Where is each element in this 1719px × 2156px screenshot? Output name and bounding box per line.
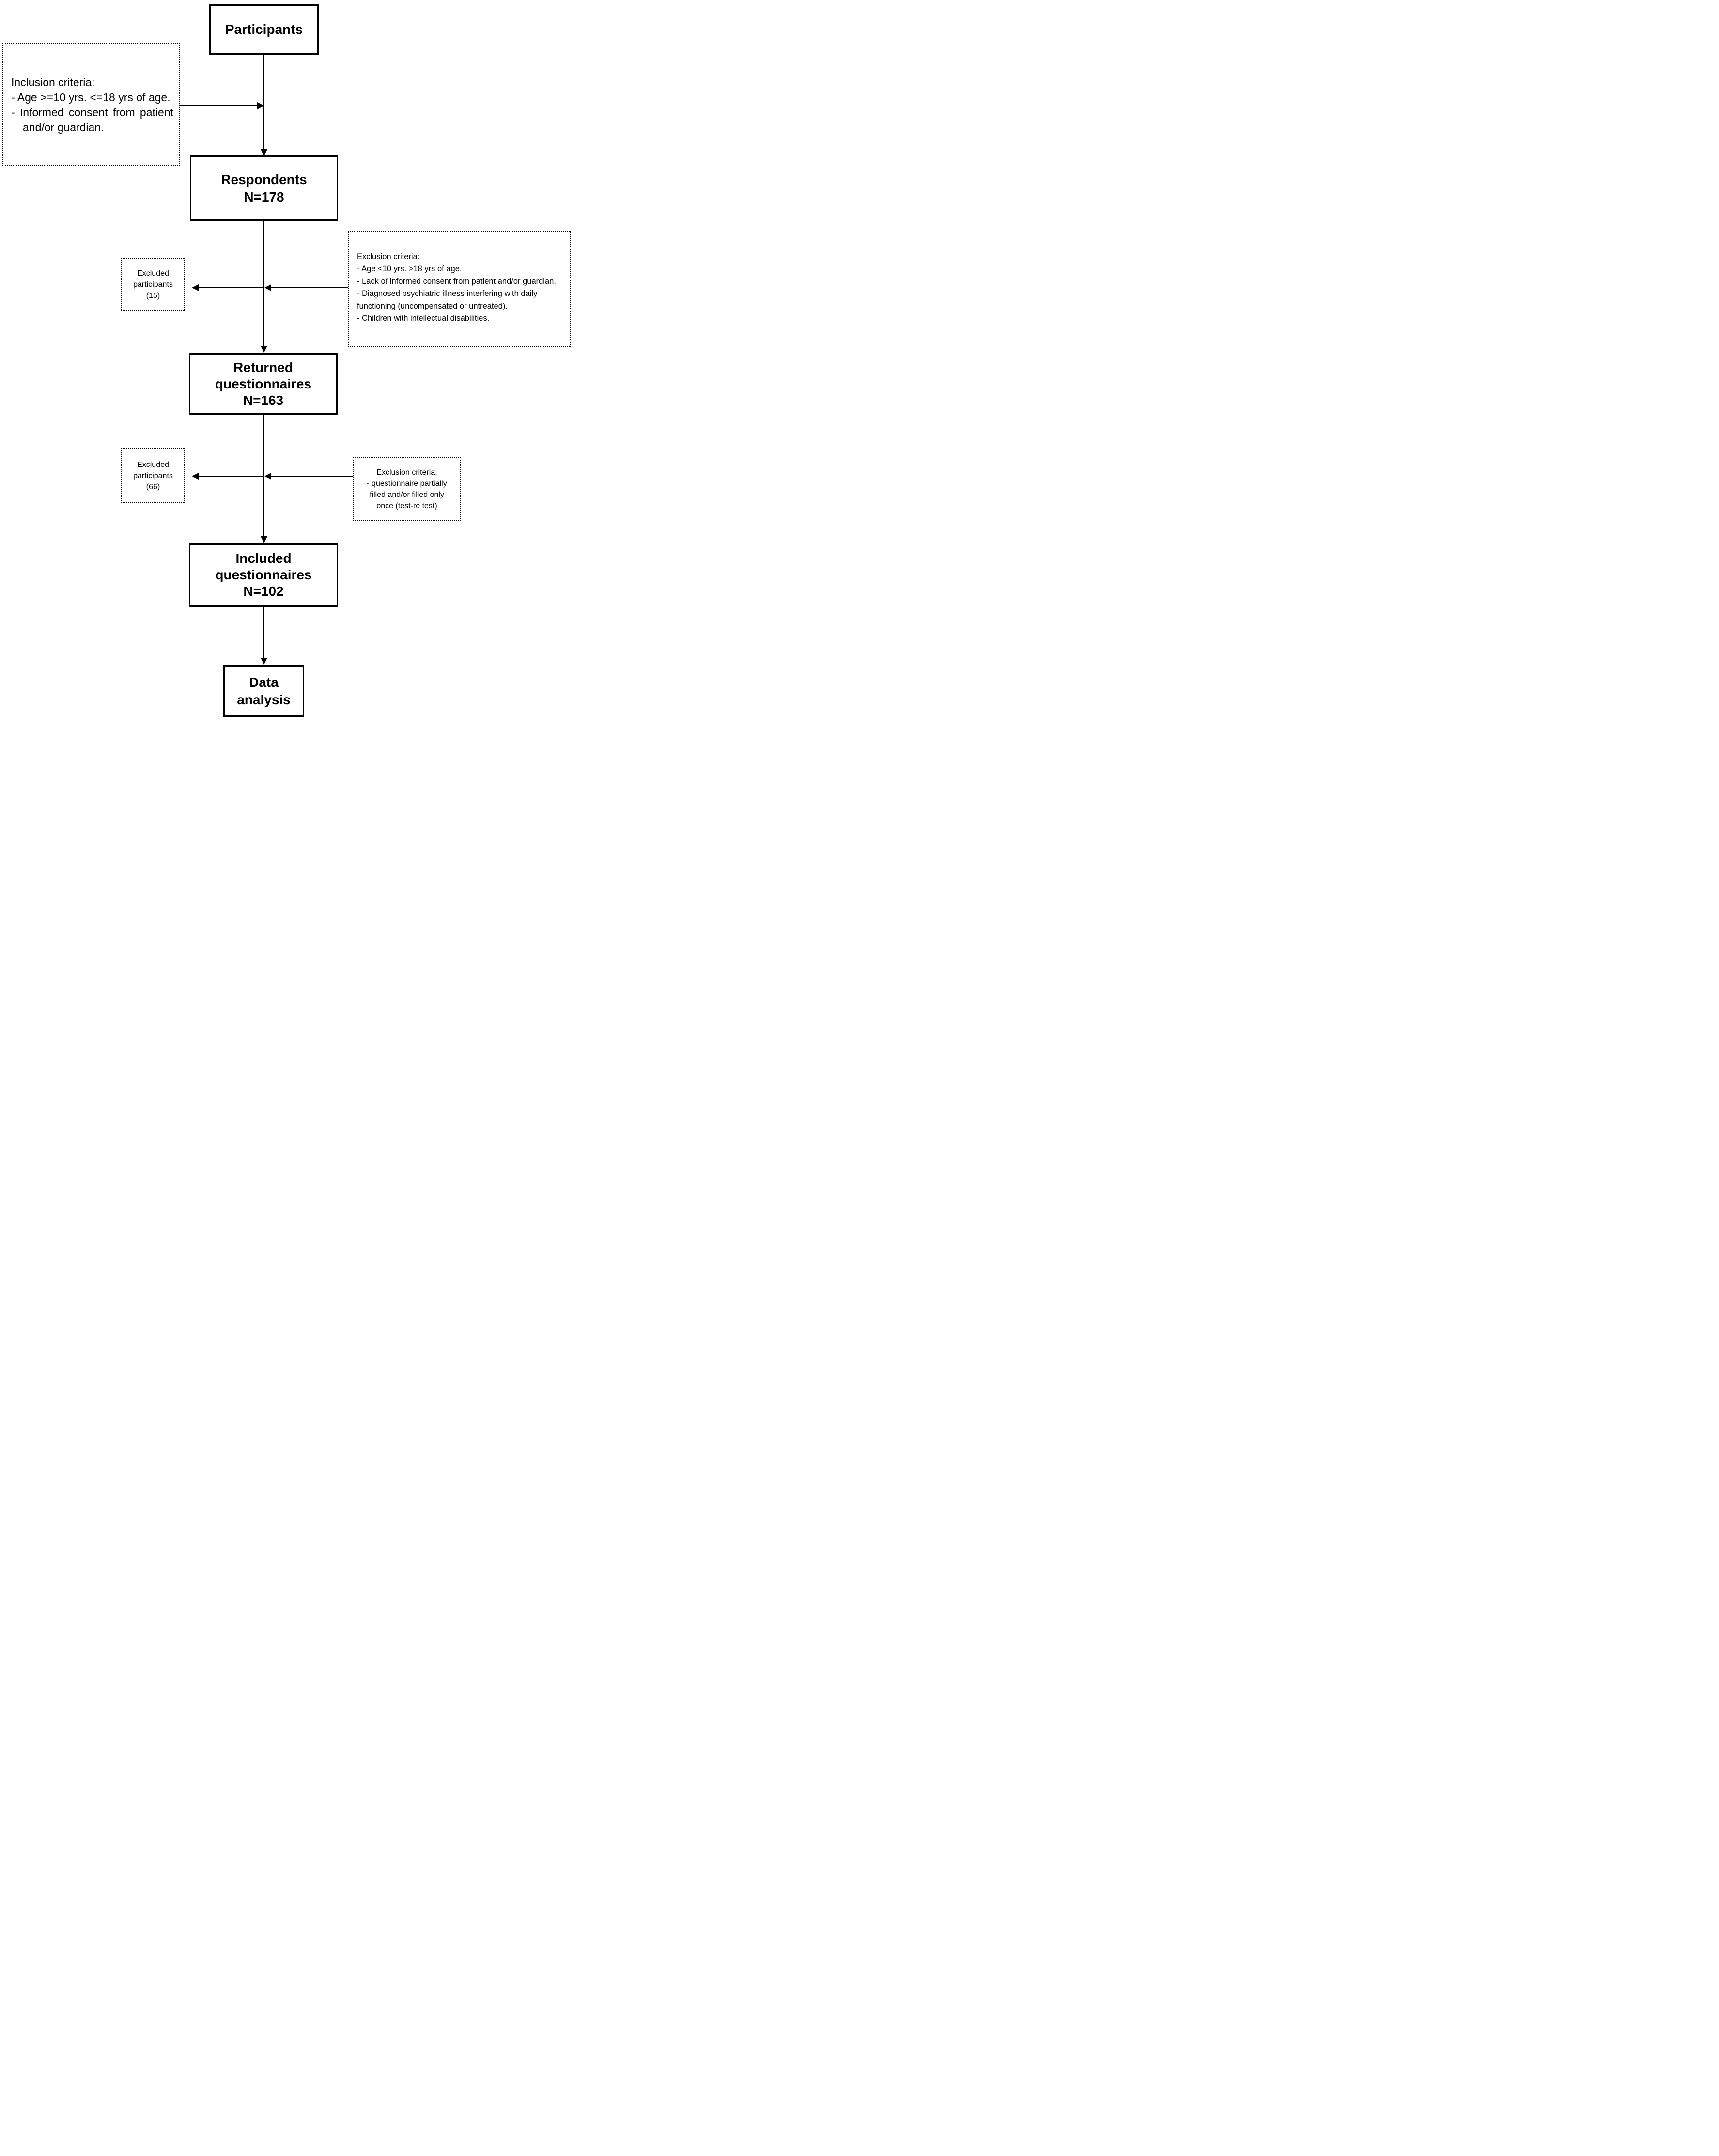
arrowhead-left-icon (264, 473, 271, 480)
node-respondents-label: Respondents (221, 171, 307, 187)
node-included-count: N=102 (243, 584, 284, 599)
node-returned-label: questionnaires (215, 376, 312, 391)
inclusion-criteria-line: and/or guardian. (23, 121, 104, 134)
connector-returned-included (263, 415, 264, 536)
exclusion-criteria-1-line: - Age <10 yrs. >18 yrs of age. (357, 264, 462, 274)
arrowhead-left-icon (192, 284, 199, 291)
exclusion-criteria-2-line: once (test-re test) (376, 501, 437, 510)
exclusion-criteria-box-1: Exclusion criteria: - Age <10 yrs. >18 y… (348, 231, 571, 347)
exclusion-criteria-1-line: - Lack of informed consent from patient … (357, 277, 556, 286)
excluded-2-count: (66) (146, 482, 160, 491)
inclusion-criteria-title: Inclusion criteria: (11, 76, 95, 89)
excluded-participants-2-box: Excluded participants (66) (121, 448, 185, 503)
exclusion-criteria-1-line: - Children with intellectual disabilitie… (357, 314, 490, 323)
node-returned-questionnaires: Returned questionnaires N=163 (189, 353, 338, 415)
node-returned-count: N=163 (243, 392, 284, 408)
node-included-questionnaires: Included questionnaires N=102 (189, 543, 338, 607)
exclusion-criteria-1-title: Exclusion criteria: (357, 252, 420, 261)
exclusion-criteria-2-line: - questionnaire partially (367, 479, 447, 488)
node-returned-label: Returned (233, 359, 293, 375)
excluded-1-line: Excluded (137, 269, 169, 278)
excluded-2-line: participants (133, 471, 173, 480)
inclusion-criteria-line: - Informed consent from patient (11, 106, 173, 119)
inclusion-criteria-box: Inclusion criteria: - Age >=10 yrs. <=18… (2, 43, 180, 166)
arrowhead-left-icon (192, 473, 199, 480)
participant-flow-diagram: Participants Inclusion criteria: - Age >… (0, 0, 573, 719)
inclusion-criteria-line: - Age >=10 yrs. <=18 yrs of age. (11, 91, 170, 104)
connector-exclusion2-flow (271, 476, 353, 477)
excluded-1-line: participants (133, 280, 173, 289)
excluded-participants-1-box: Excluded participants (15) (121, 258, 185, 311)
connector-flow-excluded1 (199, 287, 263, 288)
node-respondents: Respondents N=178 (190, 155, 338, 221)
excluded-2-line: Excluded (137, 460, 169, 469)
connector-respondents-returned (263, 221, 264, 346)
arrowhead-down-icon (261, 149, 267, 156)
connector-participants-respondents (263, 55, 264, 149)
connector-flow-excluded2 (199, 476, 263, 477)
exclusion-criteria-box-2: Exclusion criteria: - questionnaire part… (353, 457, 461, 521)
connector-included-analysis (263, 607, 264, 658)
arrowhead-down-icon (261, 346, 267, 353)
exclusion-criteria-1-line: functioning (uncompensated or untreated)… (357, 301, 508, 310)
node-included-label: questionnaires (215, 567, 312, 582)
connector-inclusion-flow (180, 105, 258, 106)
node-participants: Participants (209, 4, 319, 55)
exclusion-criteria-1-line: - Diagnosed psychiatric illness interfer… (357, 289, 538, 298)
arrowhead-down-icon (261, 536, 267, 543)
node-data-analysis-label: Data (249, 674, 279, 690)
arrowhead-down-icon (261, 658, 267, 665)
node-data-analysis-label: analysis (237, 692, 291, 707)
exclusion-criteria-2-line: filled and/or filled only (370, 490, 444, 499)
node-data-analysis: Data analysis (223, 665, 304, 717)
exclusion-criteria-2-title: Exclusion criteria: (376, 468, 437, 477)
node-respondents-count: N=178 (244, 189, 284, 204)
arrowhead-left-icon (264, 284, 271, 291)
node-included-label: Included (235, 551, 292, 566)
excluded-1-count: (15) (146, 292, 160, 300)
arrowhead-right-icon (257, 102, 264, 109)
node-participants-label: Participants (225, 22, 303, 37)
connector-exclusion1-flow (271, 287, 348, 288)
